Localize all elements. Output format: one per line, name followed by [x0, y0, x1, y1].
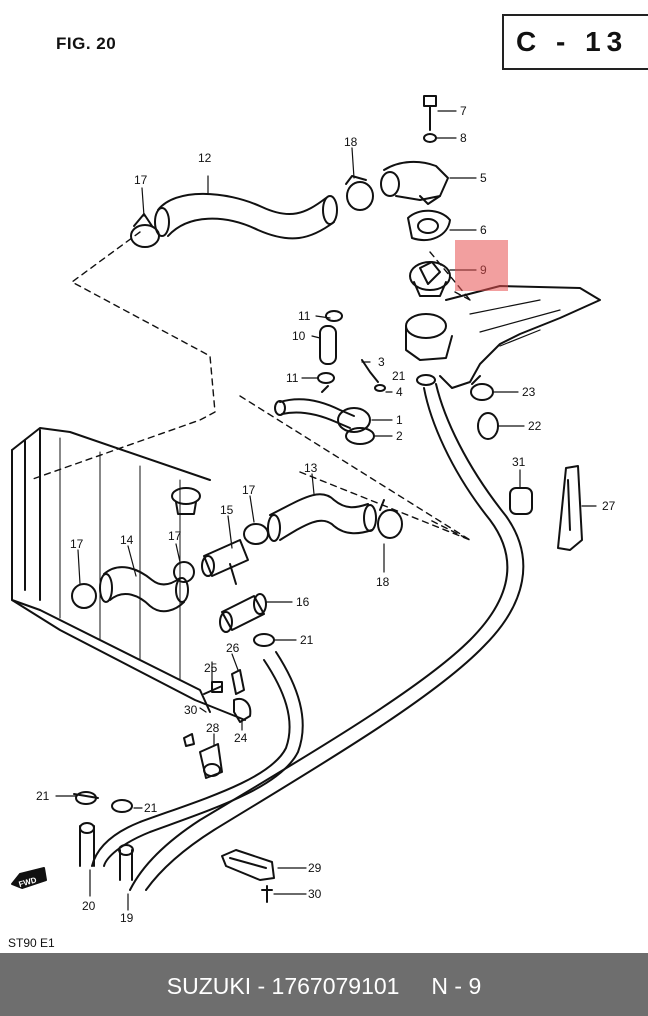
- callout-28: 28: [206, 721, 220, 735]
- clamp-21d: [111, 799, 133, 813]
- callout-23: 23: [522, 385, 536, 399]
- callout-5: 5: [480, 171, 487, 185]
- callout-25: 25: [204, 661, 218, 675]
- clamp-11a: [325, 310, 343, 322]
- callout-16: 16: [296, 595, 310, 609]
- bracket-28: [199, 743, 223, 779]
- hose-16: [219, 593, 267, 633]
- callout-21a: 21: [392, 369, 406, 383]
- callout-17a: 17: [134, 173, 148, 187]
- thermostat-housing-5: [380, 160, 449, 205]
- heater-hose-19: [118, 383, 525, 891]
- clamp-18b: [377, 499, 403, 539]
- screw-30b: [261, 885, 273, 903]
- coolant-housing: [405, 285, 601, 389]
- section-code-box: [502, 14, 648, 70]
- callout-30b: 30: [308, 887, 322, 901]
- washer-4: [374, 384, 386, 392]
- clamp-17b: [243, 523, 269, 545]
- drawing-reference: ST90 E1: [8, 936, 55, 950]
- callout-21b: 21: [300, 633, 314, 647]
- footer-part-info: SUZUKI - 1767079101 N - 9: [166, 973, 482, 999]
- cap-22: [477, 412, 499, 440]
- callout-19: 19: [120, 911, 134, 925]
- bolt-25: [203, 681, 223, 695]
- callout-10: 10: [292, 329, 306, 343]
- section-code: C - 13: [516, 26, 629, 57]
- part-31: [509, 487, 533, 515]
- callout-14: 14: [120, 533, 134, 547]
- highlight-marker-part-9: [455, 240, 508, 291]
- callout-31: 31: [512, 455, 526, 469]
- bracket-29: [221, 849, 275, 881]
- clip-26: [231, 669, 245, 695]
- figure-title: FIG. 20: [56, 34, 117, 53]
- clamp-11b: [317, 372, 335, 384]
- callout-20: 20: [82, 899, 96, 913]
- sensor-23: [470, 375, 494, 401]
- bolt-3: [361, 359, 379, 383]
- diagram-drawing: 7 8 5 6 9 12 17 18 11 10 3 11 4 21 1 2 2…: [11, 95, 616, 925]
- clamp-21a: [416, 374, 436, 386]
- callout-3: 3: [378, 355, 385, 369]
- callout-18b: 18: [376, 575, 390, 589]
- heater-hose-20: [79, 651, 304, 867]
- callout-11b: 11: [286, 371, 299, 385]
- water-pipe-15: [201, 539, 249, 585]
- bypass-hose-10: [319, 325, 337, 365]
- callout-24: 24: [234, 731, 248, 745]
- callout-2: 2: [396, 429, 403, 443]
- callout-22: 22: [528, 419, 542, 433]
- bracket-27: [557, 465, 583, 551]
- thermostat-9: [409, 261, 451, 297]
- callout-26: 26: [226, 641, 240, 655]
- clamp-17c: [173, 561, 195, 583]
- hose-clamp-18a: [345, 175, 374, 211]
- callout-17d: 17: [70, 537, 84, 551]
- callout-8: 8: [460, 131, 467, 145]
- callout-12: 12: [198, 151, 212, 165]
- reference-lines: [29, 231, 471, 541]
- callout-labels: 7 8 5 6 9 12 17 18 11 10 3 11 4 21 1 2 2…: [18, 104, 616, 925]
- radiator-hose-14: [99, 566, 189, 613]
- clip-30a: [183, 733, 195, 747]
- callout-21c: 21: [36, 789, 50, 803]
- callout-18a: 18: [344, 135, 358, 149]
- clamp-21c: [73, 791, 99, 805]
- callout-13: 13: [304, 461, 318, 475]
- washer-8: [423, 133, 437, 143]
- callout-30a: 30: [184, 703, 198, 717]
- lower-hose-13: [267, 493, 377, 542]
- callout-29: 29: [308, 861, 322, 875]
- leader-lines: [55, 110, 597, 911]
- callout-11a: 11: [298, 309, 311, 323]
- clamp-21b: [253, 633, 275, 647]
- radiator: [11, 427, 246, 721]
- callout-4: 4: [396, 385, 403, 399]
- callout-15: 15: [220, 503, 234, 517]
- bolt-7: [423, 95, 437, 131]
- footer-bar: [0, 953, 648, 1016]
- callout-1: 1: [396, 413, 403, 427]
- callout-17b: 17: [242, 483, 256, 497]
- water-outlet-1: [274, 385, 371, 433]
- clamp-17d: [71, 583, 97, 609]
- upper-hose-12: [154, 192, 338, 240]
- callout-17c: 17: [168, 529, 182, 543]
- gasket-6: [407, 209, 451, 241]
- callout-21d: 21: [144, 801, 158, 815]
- callout-27: 27: [602, 499, 616, 513]
- fwd-arrow-icon: [11, 867, 47, 889]
- callout-7: 7: [460, 104, 467, 118]
- callout-6: 6: [480, 223, 487, 237]
